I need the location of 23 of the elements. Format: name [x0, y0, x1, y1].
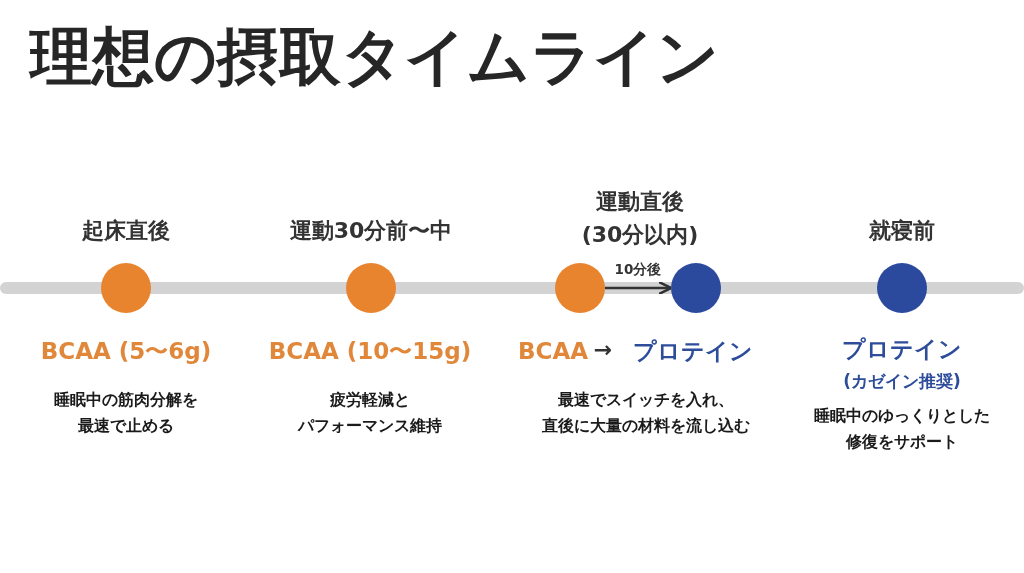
time-heading: 運動直後(30分以内)	[581, 188, 699, 249]
supplement-label: BCAA	[518, 338, 588, 366]
edge-label: 10分後	[614, 261, 662, 278]
supplement-note: (カゼイン推奨)	[843, 371, 961, 392]
dose-label: BCAA (5〜6g)	[40, 338, 212, 366]
arrow	[605, 280, 673, 296]
time-heading: 就寝前	[869, 218, 935, 245]
timeline-dot	[877, 263, 927, 313]
description-text: 睡眠中のゆっくりとした修復をサポート	[814, 405, 990, 454]
description-text: 最速でスイッチを入れ、直後に大量の材料を流し込む	[542, 389, 750, 438]
supplement-label: プロテイン	[842, 336, 962, 364]
timeline-dot	[555, 263, 605, 313]
time-heading: 起床直後	[82, 218, 170, 245]
time-heading: 運動30分前〜中	[289, 218, 453, 245]
dose-label: BCAA (10〜15g)	[268, 338, 472, 366]
supplement-label: プロテイン	[633, 338, 753, 366]
description-text: 疲労軽減とパフォーマンス維持	[298, 389, 442, 438]
description-text: 睡眠中の筋肉分解を最速で止める	[54, 389, 198, 438]
title: 理想の摂取タイムライン	[30, 20, 719, 95]
arrow-sign: →	[593, 337, 613, 364]
timeline-dot	[671, 263, 721, 313]
timeline-dot	[101, 263, 151, 313]
timeline-dot	[346, 263, 396, 313]
